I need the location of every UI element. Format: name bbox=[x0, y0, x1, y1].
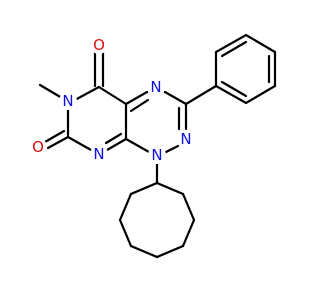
oxygen-atom-top: O bbox=[93, 36, 105, 54]
atom-mask bbox=[59, 92, 77, 110]
bond bbox=[129, 98, 150, 113]
bond-layer bbox=[38, 33, 277, 259]
bond bbox=[66, 135, 93, 152]
bond bbox=[71, 85, 101, 103]
structure-canvas: O N O N N N N bbox=[29, 33, 277, 259]
atom-mask bbox=[29, 138, 47, 156]
molecule-diagram: O N O N N N N bbox=[29, 33, 277, 259]
bond bbox=[162, 144, 180, 155]
bond bbox=[124, 90, 149, 106]
atom-mask bbox=[90, 36, 108, 54]
atom-mask bbox=[90, 145, 108, 163]
nitrogen-atom-n6: N bbox=[62, 92, 73, 110]
oxygen-atom-left: O bbox=[32, 138, 44, 156]
bond bbox=[46, 135, 70, 150]
atom-mask bbox=[148, 146, 166, 164]
bond bbox=[124, 137, 151, 154]
bond bbox=[97, 85, 128, 106]
bond bbox=[163, 90, 188, 106]
atom-mask bbox=[147, 78, 165, 96]
bond bbox=[38, 83, 64, 100]
bond bbox=[220, 40, 248, 58]
nitrogen-atom-n2: N bbox=[180, 130, 191, 148]
atom-mask bbox=[177, 130, 195, 148]
nitrogen-atom-n1: N bbox=[151, 146, 162, 164]
nitrogen-atom-n4: N bbox=[150, 78, 161, 96]
bond bbox=[220, 80, 248, 98]
cyclooctane-ring bbox=[118, 181, 196, 259]
bond bbox=[184, 84, 218, 106]
nitrogen-atom-n8: N bbox=[93, 145, 104, 163]
bond bbox=[105, 137, 128, 152]
atom-label-layer: O N O N N N N bbox=[29, 36, 195, 164]
bond bbox=[104, 132, 123, 145]
phenyl-ring bbox=[214, 33, 277, 105]
bond bbox=[43, 129, 66, 144]
